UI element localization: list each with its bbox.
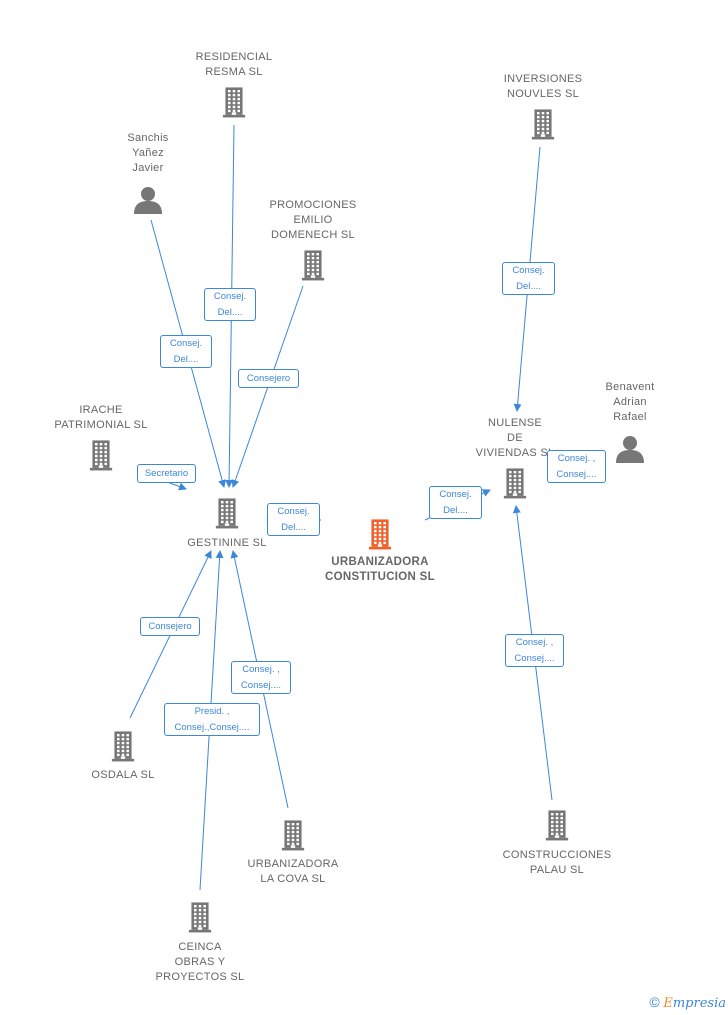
relation-label-inversiones-nulense[interactable]: Consej. Del.... bbox=[502, 262, 555, 295]
building-icon bbox=[545, 808, 569, 847]
building-icon bbox=[503, 466, 527, 505]
node-label: Benavent Adrian Rafael bbox=[605, 381, 655, 423]
node-label: URBANIZADORA CONSTITUCION SL bbox=[325, 556, 435, 583]
building-icon bbox=[281, 818, 305, 857]
building-icon bbox=[215, 496, 239, 535]
node-label: IRACHE PATRIMONIAL SL bbox=[54, 404, 148, 431]
relation-label-residencial-gestinine[interactable]: Consej. Del.... bbox=[204, 288, 256, 321]
building-icon bbox=[222, 85, 246, 124]
relation-label-ceinca-gestinine[interactable]: Presid. , Consej.,Consej.... bbox=[164, 703, 260, 736]
building-icon bbox=[89, 438, 113, 477]
relation-label-osdala-gestinine[interactable]: Consejero bbox=[140, 617, 200, 636]
person-icon bbox=[134, 186, 162, 219]
node-label: OSDALA SL bbox=[91, 769, 155, 781]
node-label: CONSTRUCCIONES PALAU SL bbox=[502, 849, 612, 876]
relation-label-urbcons-nulense[interactable]: Consej. Del.... bbox=[429, 486, 482, 519]
node-label: URBANIZADORA LA COVA SL bbox=[247, 858, 339, 885]
node-label: RESIDENCIAL RESMA SL bbox=[195, 51, 273, 78]
node-label: CEINCA OBRAS Y PROYECTOS SL bbox=[155, 941, 245, 983]
node-label: PROMOCIONES EMILIO DOMENECH SL bbox=[269, 199, 357, 241]
building-icon bbox=[301, 248, 325, 287]
relation-label-cova-gestinine[interactable]: Consej. , Consej.... bbox=[231, 661, 291, 694]
relation-label-promociones-gestinine[interactable]: Consejero bbox=[238, 369, 299, 388]
copyright-icon: © bbox=[649, 994, 660, 1010]
person-icon bbox=[616, 435, 644, 468]
building-icon bbox=[111, 729, 135, 768]
copyright-footer: © Empresia bbox=[649, 994, 726, 1011]
building-icon bbox=[531, 107, 555, 146]
building-icon bbox=[368, 517, 392, 556]
relation-label-benavent-nulense[interactable]: Consej. , Consej.... bbox=[547, 450, 606, 483]
relation-label-urbcons-gestinine[interactable]: Consej. Del.... bbox=[267, 503, 320, 536]
relation-label-irache-gestinine[interactable]: Secretario bbox=[137, 464, 196, 483]
node-label: GESTININE SL bbox=[187, 537, 267, 549]
node-label: INVERSIONES NOUVLES SL bbox=[503, 73, 583, 100]
node-label: Sanchis Yañez Javier bbox=[127, 132, 169, 174]
building-icon bbox=[188, 900, 212, 939]
empresia-logo[interactable]: Empresia bbox=[663, 996, 726, 1011]
relation-label-sanchis-gestinine[interactable]: Consej. Del.... bbox=[160, 335, 212, 368]
node-label: NULENSE DE VIVIENDAS SL bbox=[475, 417, 554, 459]
relation-label-construcciones-nulense[interactable]: Consej. , Consej.... bbox=[505, 634, 564, 667]
